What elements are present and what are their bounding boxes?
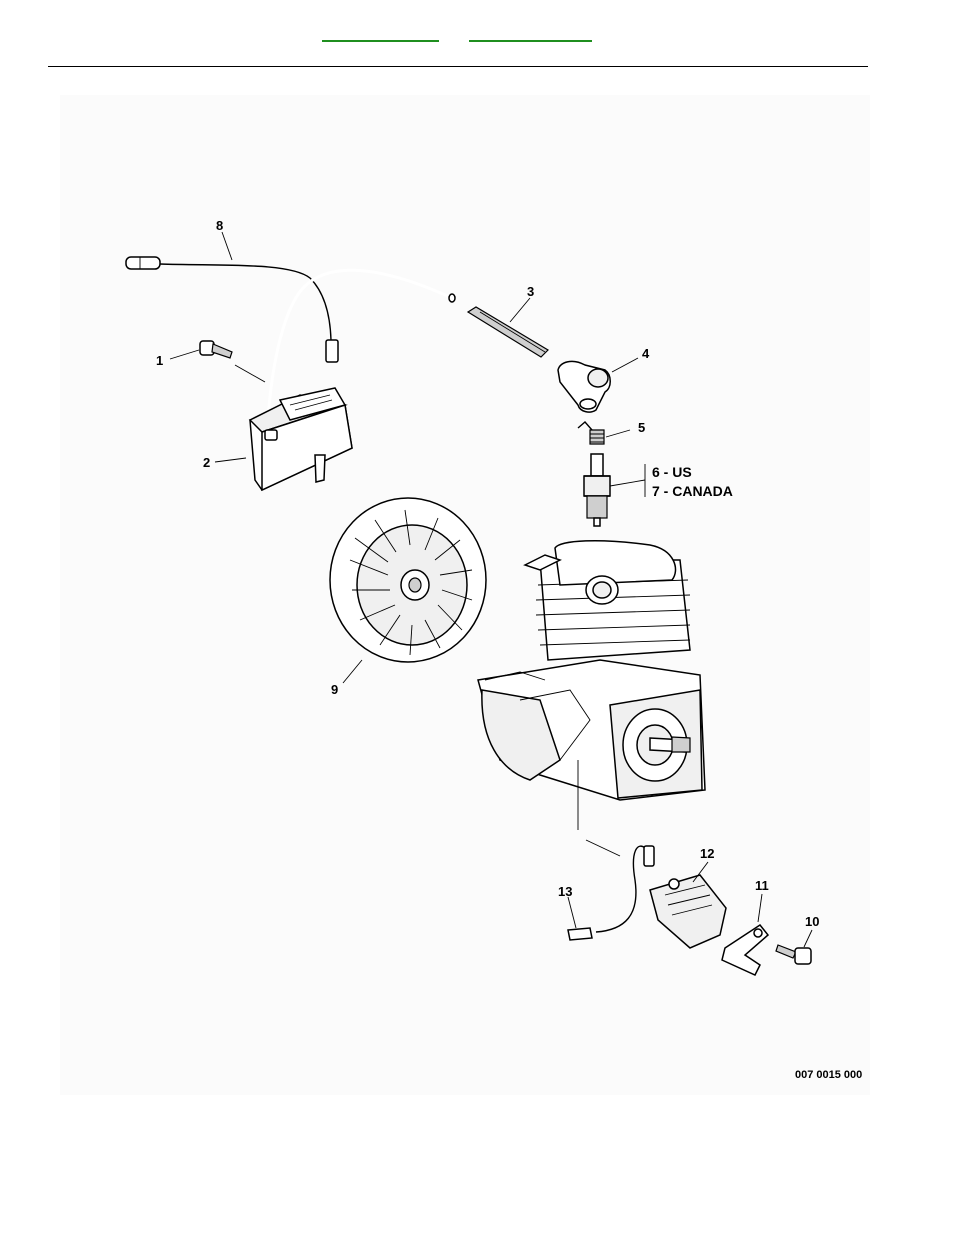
callout-11: 11	[755, 878, 769, 893]
callout-4: 4	[642, 346, 650, 361]
leader-lines	[170, 232, 812, 947]
callout-13: 13	[558, 884, 572, 899]
part-1-screw	[200, 341, 232, 358]
callout-12: 12	[700, 846, 714, 861]
part-9-flywheel	[330, 498, 486, 662]
callout-3: 3	[527, 284, 534, 299]
callout-7-canada: 7 - CANADA	[652, 483, 733, 499]
part-3-tube	[468, 307, 548, 357]
part-2-ignition-coil	[250, 388, 352, 490]
callout-10: 10	[805, 914, 819, 929]
part-4-plug-cap	[558, 361, 610, 412]
engine-assembly	[478, 541, 705, 800]
callout-6-us: 6 - US	[652, 464, 692, 480]
diagram-reference-number: 007 0015 000	[795, 1069, 862, 1081]
part-13-wire	[568, 846, 654, 940]
part-8-wire	[126, 257, 338, 362]
part-11-bracket	[722, 925, 768, 975]
callout-5: 5	[638, 420, 645, 435]
callout-labels: 8 3 1 4 5 2 6 - US 7 - CANADA 9 12 11 13…	[156, 218, 862, 1081]
part-10-bolt	[776, 945, 811, 964]
callout-1: 1	[156, 353, 163, 368]
part-12-plate	[650, 875, 726, 948]
callout-2: 2	[203, 455, 210, 470]
part-6-7-spark-plug	[584, 454, 610, 526]
part-5-spring	[578, 422, 604, 444]
callout-8: 8	[216, 218, 223, 233]
callout-9: 9	[331, 682, 338, 697]
